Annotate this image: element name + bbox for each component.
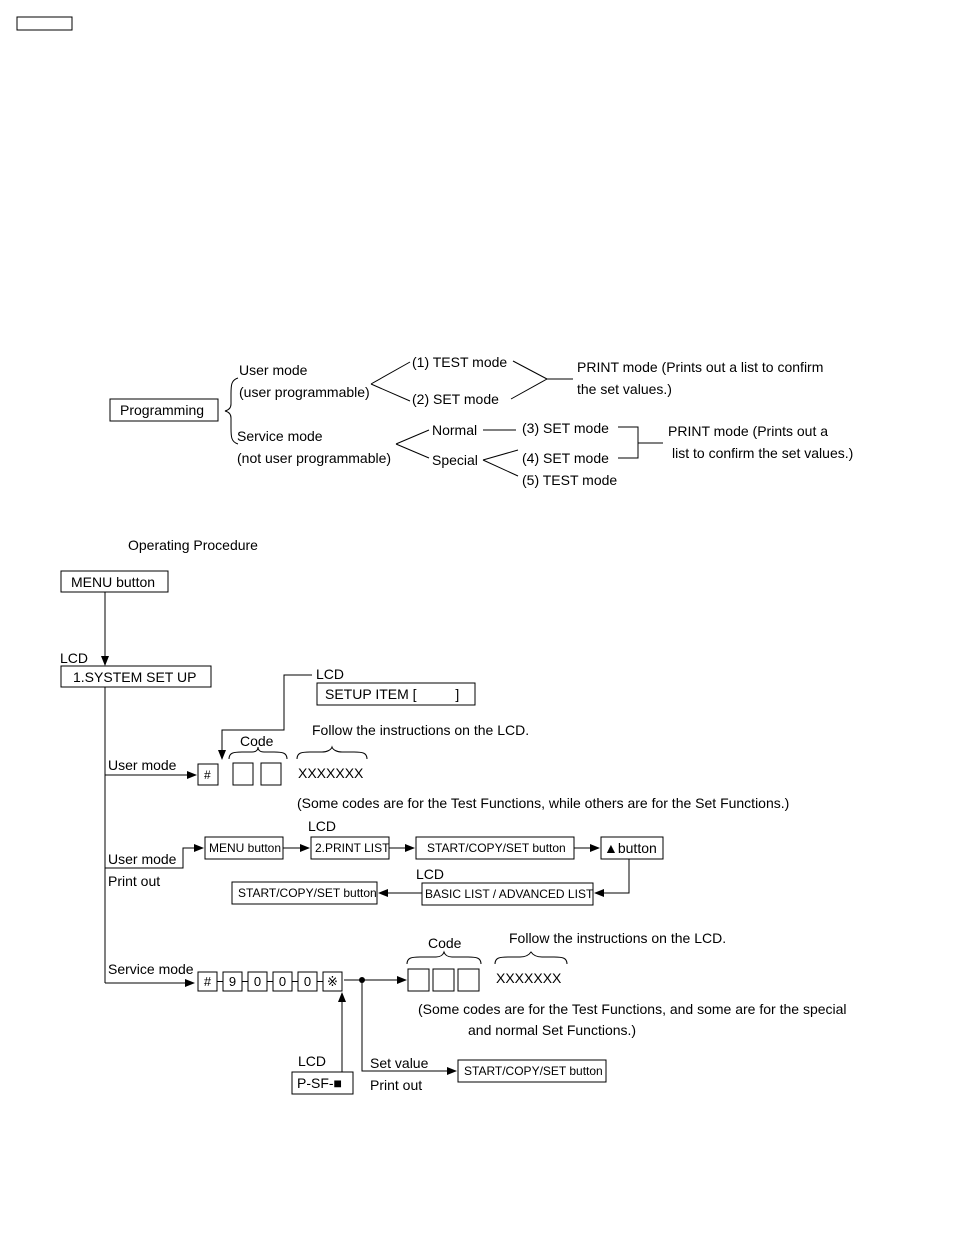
user-value-placeholder: XXXXXXX [298, 765, 364, 781]
service-keys: #9 0 0 0 ※ [197, 971, 343, 992]
lcd-label-4: LCD [416, 866, 444, 882]
up-button-box [600, 836, 664, 860]
basic-advanced-label: BASIC LIST / ADVANCED LIST [425, 887, 594, 901]
code-digit-1 [232, 762, 254, 786]
programming-box [109, 398, 219, 422]
follow-instructions-2: Follow the instructions on the LCD. [509, 930, 726, 946]
start-copy-set-label-3: START/COPY/SET button [464, 1064, 603, 1078]
print-mode-2-line2: list to confirm the set values.) [672, 445, 853, 461]
service-mode-label: Service mode [237, 428, 323, 444]
service-key-0-label: # [204, 974, 212, 989]
normal-label: Normal [432, 422, 477, 438]
operating-procedure: Operating Procedure MENU button LCD 1.SY… [60, 537, 847, 1095]
print-mode-1-line1: PRINT mode (Prints out a list to confirm [577, 359, 823, 375]
print-out-label-2: Print out [370, 1077, 422, 1093]
service-key-2-label: 0 [254, 974, 261, 989]
hash-key-1-label: # [204, 768, 211, 782]
print-out-label: Print out [108, 873, 160, 889]
psf-label: P-SF-■ [297, 1075, 342, 1091]
lcd-label-2: LCD [316, 666, 344, 682]
user-mode-note: (Some codes are for the Test Functions, … [297, 795, 789, 811]
set-mode-2-label: (2) SET mode [412, 391, 499, 407]
service-mode-note: (not user programmable) [237, 450, 391, 466]
print-mode-2-line1: PRINT mode (Prints out a [668, 423, 828, 439]
service-note-line1: (Some codes are for the Test Functions, … [418, 1001, 847, 1017]
print-mode-1-line2: the set values.) [577, 381, 672, 397]
hash-key-1 [197, 763, 219, 786]
psf-box [291, 1071, 354, 1095]
service-key-5 [322, 971, 343, 992]
programming-label: Programming [120, 402, 204, 418]
service-key-3-label: 0 [279, 974, 286, 989]
set-mode-3-label: (3) SET mode [522, 420, 609, 436]
service-code-digit-3 [457, 968, 480, 992]
set-mode-4-label: (4) SET mode [522, 450, 609, 466]
page-marker-box [16, 16, 73, 31]
special-label: Special [432, 452, 478, 468]
test-mode-5-label: (5) TEST mode [522, 472, 617, 488]
mode-tree: Programming User mode (user programmable… [109, 354, 853, 488]
service-code-digit-1 [407, 968, 430, 992]
service-key-5-label: ※ [327, 974, 338, 989]
code-label-2: Code [428, 935, 462, 951]
setup-item-label: SETUP ITEM [ ] [325, 686, 459, 702]
code-brace-2 [406, 950, 482, 965]
follow-instructions-1: Follow the instructions on the LCD. [312, 722, 529, 738]
code-brace-1 [228, 746, 288, 760]
system-set-up-label: 1.SYSTEM SET UP [73, 669, 196, 685]
lcd-label-3: LCD [308, 818, 336, 834]
user-mode-label: User mode [108, 757, 177, 773]
service-value-placeholder: XXXXXXX [496, 970, 562, 986]
start-copy-set-label-1: START/COPY/SET button [427, 841, 566, 855]
service-note-line2: and normal Set Functions.) [468, 1022, 636, 1038]
value-brace-1 [296, 745, 368, 760]
test-mode-1-label: (1) TEST mode [412, 354, 507, 370]
service-key-4-label: 0 [304, 974, 311, 989]
menu-button-box [60, 570, 169, 593]
start-copy-set-box-3 [457, 1059, 607, 1083]
user-mode-label: User mode [239, 362, 308, 378]
menu-button-label: MENU button [71, 574, 155, 590]
menu-button-small-label: MENU button [209, 841, 281, 855]
lcd-label-5: LCD [298, 1053, 326, 1069]
procedure-heading: Operating Procedure [128, 537, 258, 553]
lcd-label-1: LCD [60, 650, 88, 666]
basic-advanced-box [421, 882, 594, 906]
code-label-1: Code [240, 733, 274, 749]
set-value-label: Set value [370, 1055, 429, 1071]
service-mode-label: Service mode [108, 961, 194, 977]
user-mode-note: (user programmable) [239, 384, 370, 400]
start-copy-set-label-2: START/COPY/SET button [238, 886, 377, 900]
print-list-label: 2.PRINT LIST [315, 841, 390, 855]
service-code-digit-2 [432, 968, 455, 992]
system-set-up-box [60, 665, 212, 688]
setup-item-box [316, 682, 476, 706]
up-button-label: ▲button [604, 840, 657, 856]
mode-brace [224, 377, 239, 445]
value-brace-2 [494, 951, 568, 965]
code-digit-2 [260, 762, 282, 786]
service-key-1-label: 9 [229, 974, 236, 989]
start-copy-set-box-2 [231, 881, 378, 905]
user-mode-print-label: User mode [108, 851, 177, 867]
